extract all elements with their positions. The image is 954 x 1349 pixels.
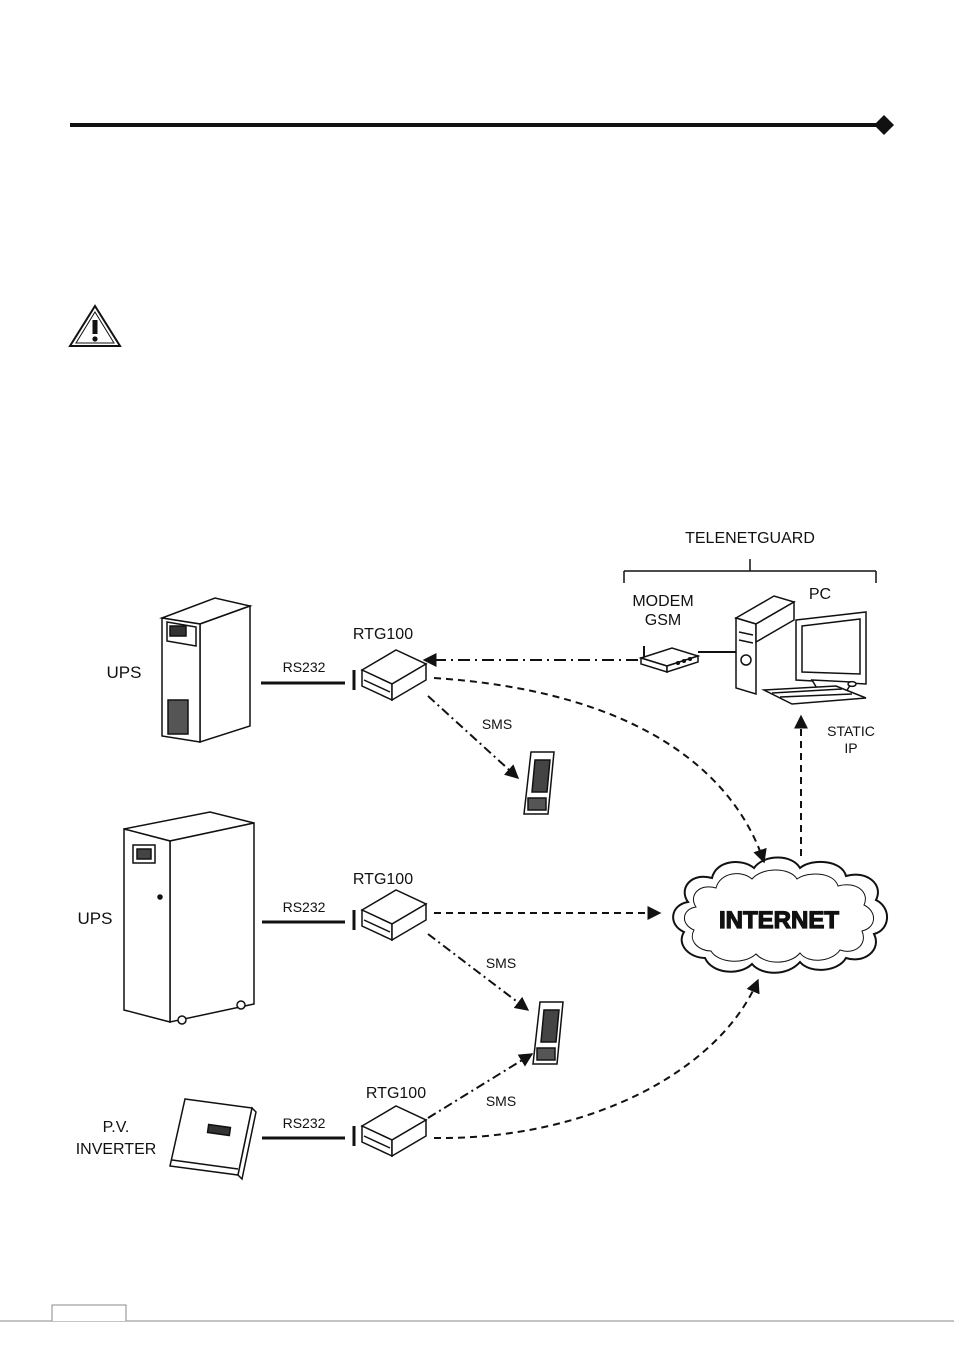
telenetguard-bracket [623, 559, 877, 583]
rtg100-gateway-icon [352, 1105, 428, 1158]
warning-triangle-icon [68, 304, 122, 347]
internet-cloud-icon [672, 856, 888, 974]
header-rule [70, 115, 894, 135]
sms-arrow-3 [427, 1053, 534, 1119]
pc-computer-icon [734, 595, 867, 705]
modem-label-line1: MODEM [632, 593, 693, 610]
internet-arrow-1 [433, 677, 767, 864]
internet-arrow-3 [433, 978, 760, 1140]
pc-label: PC [809, 586, 831, 603]
rs232-1-label: RS232 [283, 659, 326, 675]
rtg100-3-label: RTG100 [366, 1085, 426, 1102]
mobile-phone-icon [523, 751, 555, 815]
ups-1-label: UPS [107, 663, 142, 682]
diamond-marker [874, 115, 894, 135]
sms-arrow-2 [427, 933, 530, 1011]
telenetguard-label: TELENETGUARD [685, 530, 815, 547]
rtg100-1-label: RTG100 [353, 626, 413, 643]
rtg100-gateway-icon [352, 889, 428, 942]
page-footer-rule [0, 1304, 954, 1322]
static-ip-label-line2: IP [844, 740, 857, 756]
pv-inverter-label-line2: INVERTER [76, 1141, 157, 1158]
sms-3-label: SMS [486, 1093, 516, 1109]
modem-gsm-icon [638, 646, 701, 674]
rtg100-2-label: RTG100 [353, 871, 413, 888]
pv-inverter-illustration [169, 1098, 257, 1181]
pv-inverter-label-line1: P.V. [103, 1119, 130, 1136]
static-ip-label-line1: STATIC [827, 723, 875, 739]
ups-tower-illustration [159, 597, 253, 744]
modem-label-line2: GSM [645, 612, 681, 629]
ups-cabinet-illustration [123, 811, 255, 1025]
ups-2-label: UPS [78, 909, 113, 928]
mobile-phone-icon [532, 1001, 564, 1065]
sms-2-label: SMS [486, 955, 516, 971]
rs232-2-label: RS232 [283, 899, 326, 915]
rs232-3-label: RS232 [283, 1115, 326, 1131]
internet-label: INTERNET [719, 907, 839, 934]
sms-1-label: SMS [482, 716, 512, 732]
rtg100-gateway-icon [352, 649, 428, 702]
sms-arrow-1 [427, 695, 520, 779]
